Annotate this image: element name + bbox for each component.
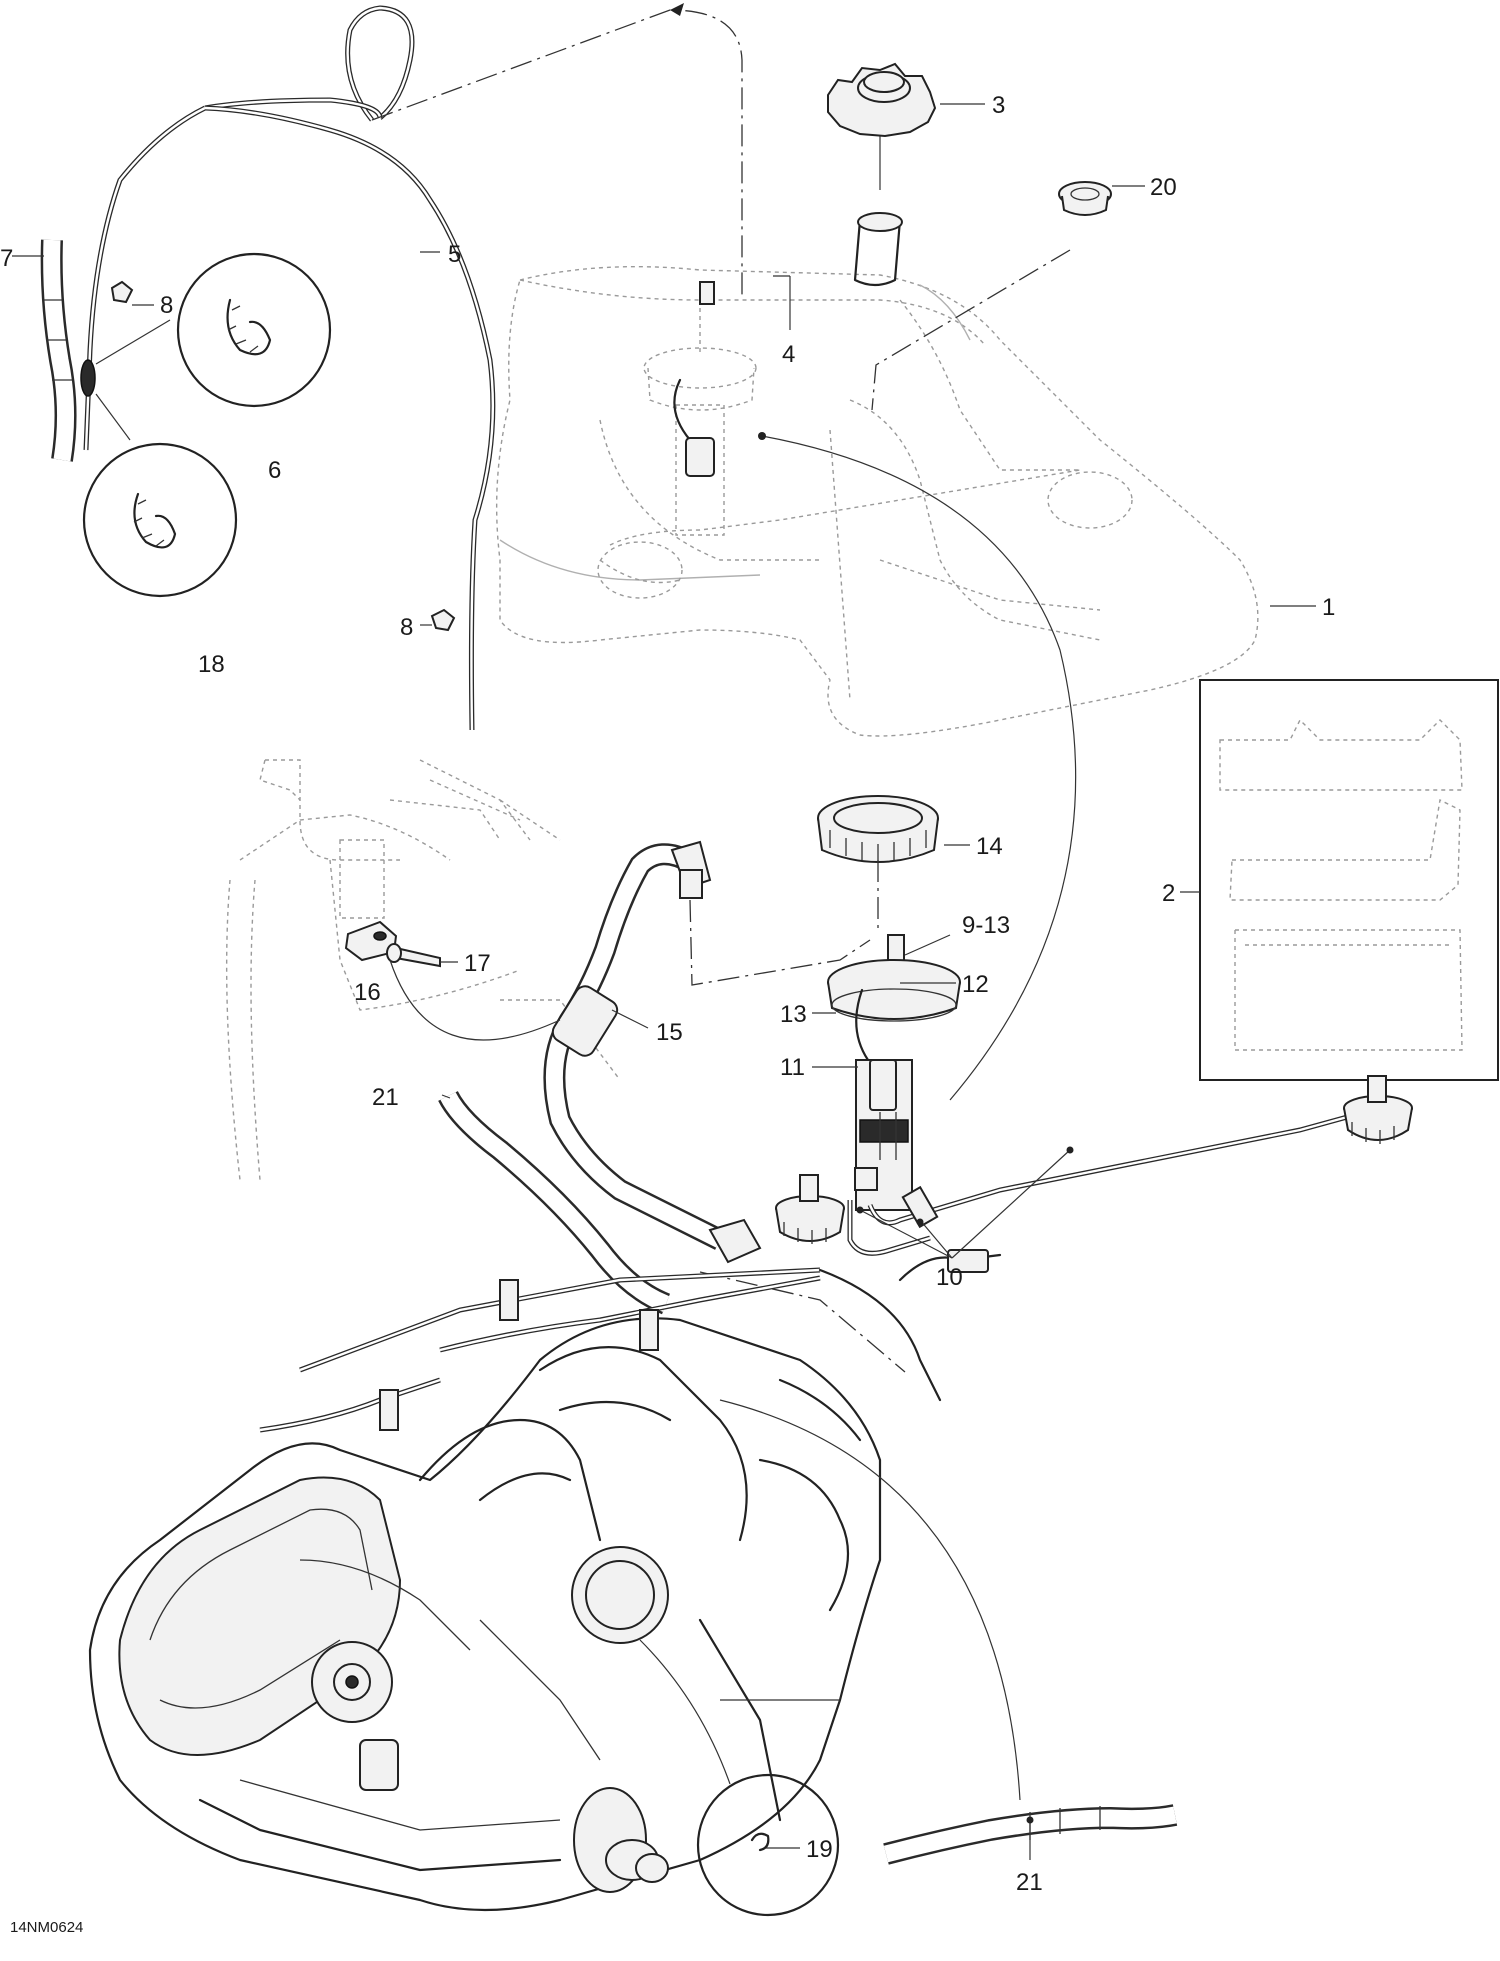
screw-17 xyxy=(386,943,441,968)
hose-21-upper xyxy=(438,1090,671,1315)
callout-13: 13 xyxy=(780,1001,807,1028)
leader-lines xyxy=(12,103,1316,1860)
callout-16: 16 xyxy=(354,979,381,1006)
callout-8-upper: 8 xyxy=(160,292,173,319)
callout-21-upper: 21 xyxy=(372,1084,399,1111)
callout-19: 19 xyxy=(806,1836,833,1863)
pump-location-curve xyxy=(761,435,1077,1101)
callout-14: 14 xyxy=(976,833,1003,860)
filter-routing-line xyxy=(689,899,871,986)
callout-12: 12 xyxy=(962,971,989,998)
fuel-neck xyxy=(853,135,903,287)
vent-routing-arrow xyxy=(670,3,684,16)
callout-17: 17 xyxy=(464,950,491,977)
vent-line xyxy=(83,5,496,731)
hose-routing-line xyxy=(699,1271,906,1373)
callout-8-lower: 8 xyxy=(400,614,413,641)
callout-1: 1 xyxy=(1322,594,1335,621)
callout-2: 2 xyxy=(1162,880,1175,907)
callout-21-lower: 21 xyxy=(1016,1869,1043,1896)
callout-6: 6 xyxy=(268,457,281,484)
fuel-cap xyxy=(827,62,937,138)
clip-16 xyxy=(344,920,398,962)
callout-10: 10 xyxy=(936,1264,963,1291)
locking-ring xyxy=(817,795,939,863)
callout-3: 3 xyxy=(992,92,1005,119)
detail-circle-6 xyxy=(176,252,332,408)
callout-4: 4 xyxy=(782,341,795,368)
clamp-small-icon xyxy=(80,319,171,441)
hose-7 xyxy=(40,239,77,462)
callout-18: 18 xyxy=(198,651,225,678)
diagram-code: 14NM0624 xyxy=(10,1919,83,1936)
fuel-tank xyxy=(495,265,1259,737)
vent-routing-line xyxy=(371,9,743,300)
grommet xyxy=(1058,181,1112,216)
engine xyxy=(88,1249,1002,1912)
detail-circle-19 xyxy=(639,1639,840,1917)
fuel-line-15 xyxy=(543,840,762,1264)
callout-7: 7 xyxy=(0,245,13,272)
callout-11: 11 xyxy=(780,1054,805,1081)
callout-5: 5 xyxy=(448,241,461,268)
clamp-lower xyxy=(430,608,456,632)
fuel-pickup-10 xyxy=(775,1075,1413,1256)
callout-9-13: 9-13 xyxy=(962,912,1010,939)
callout-20: 20 xyxy=(1150,174,1177,201)
hose-21-routing-curve xyxy=(719,1399,1021,1801)
detail-circle-18 xyxy=(82,442,238,598)
fuel-pump-assembly xyxy=(827,934,961,1211)
clamp-upper xyxy=(110,280,134,304)
frame-section xyxy=(225,759,621,1181)
decal-panel xyxy=(1199,679,1499,1081)
callout-15: 15 xyxy=(656,1019,683,1046)
